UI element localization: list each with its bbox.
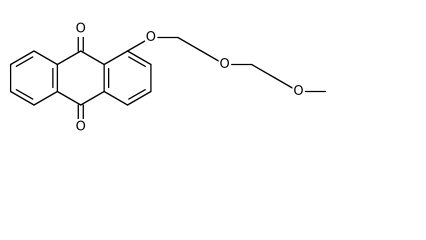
bond xyxy=(103,90,129,106)
ether-bond xyxy=(126,40,146,52)
bond xyxy=(80,50,105,66)
aromatic-inner-bond xyxy=(128,88,146,100)
ether-oxygen-2-background xyxy=(218,56,231,73)
carbonyl-oxygen-bottom: O xyxy=(74,119,87,135)
bond xyxy=(33,50,59,66)
carbonyl-oxygen-bottom-text: O xyxy=(76,120,86,135)
aromatic-inner-bond xyxy=(15,88,34,100)
aromatic-inner-bond xyxy=(128,56,146,68)
ether-oxygen-2: O xyxy=(218,56,231,73)
carbonyl-oxygen-top-text: O xyxy=(76,22,86,37)
ether-oxygen-1: O xyxy=(144,29,157,46)
carbonyl-oxygen-bottom-background xyxy=(74,119,87,135)
carbonyl-oxygen-top: O xyxy=(74,21,87,37)
ether-oxygen-3-text: O xyxy=(293,84,303,99)
chain-bond xyxy=(177,36,202,52)
ether-oxygen-3-background xyxy=(292,83,305,100)
aromatic-inner-bond xyxy=(15,56,34,68)
ether-oxygen-2-text: O xyxy=(220,57,230,72)
bond xyxy=(9,50,35,66)
chain-bond xyxy=(274,77,294,89)
chain-bond xyxy=(251,63,276,79)
bond xyxy=(56,50,82,66)
ether-oxygen-1-text: O xyxy=(146,30,156,45)
bond xyxy=(56,90,82,106)
chain-bond xyxy=(200,50,220,62)
bond xyxy=(80,90,105,106)
bond xyxy=(33,90,59,106)
carbonyl-oxygen-top-background xyxy=(74,21,87,37)
ether-oxygen-3: O xyxy=(292,83,305,100)
bond xyxy=(103,50,129,66)
ether-oxygen-1-background xyxy=(144,29,157,46)
bond xyxy=(126,50,152,66)
bond xyxy=(126,90,152,106)
chemical-structure-diagram: O O O O O xyxy=(9,21,327,135)
bond xyxy=(9,90,35,106)
